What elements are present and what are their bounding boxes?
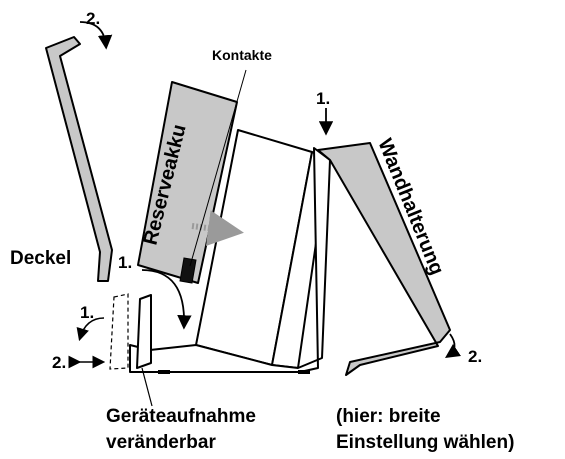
- caption-pointer-line: [141, 367, 153, 407]
- cradle-holder-solid: [136, 294, 152, 369]
- label-kontakte: Kontakte: [212, 47, 272, 63]
- caption-right-line2: Einstellung wählen): [336, 432, 514, 453]
- cradle-foot-left: [158, 370, 170, 374]
- label-step-1-deckel: 1.: [118, 253, 132, 272]
- rotate-arrow-top-icon: [79, 21, 113, 50]
- label-step-1-cradle: 1.: [80, 303, 94, 322]
- cradle-holder-dashed: [109, 293, 129, 370]
- label-step-2-wall: 2.: [468, 347, 482, 366]
- caption-right-line1: (hier: breite: [336, 406, 441, 427]
- label-step-2-cradle: 2.: [52, 353, 66, 372]
- label-step-2-top: 2.: [86, 9, 100, 28]
- caption-left-line2: veränderbar: [106, 432, 216, 453]
- deckel-cover-part: [45, 36, 113, 282]
- reserveakku-battery-part: [137, 81, 238, 284]
- caption-left-line1: Geräteaufnahme: [106, 406, 256, 427]
- cradle-tilt-arrow-icon: [76, 317, 105, 342]
- cover-insert-arrow-icon: [141, 269, 192, 330]
- wandhalterung-wall-mount-part: [317, 142, 451, 376]
- kontakte-pointer-line: [189, 69, 247, 267]
- cradle-foot-right: [298, 370, 310, 374]
- cradle-base: [129, 147, 331, 373]
- label-step-1-top: 1.: [316, 89, 330, 108]
- label-deckel: Deckel: [10, 248, 71, 269]
- wall-mount-rotate-arrow-icon: [445, 333, 461, 358]
